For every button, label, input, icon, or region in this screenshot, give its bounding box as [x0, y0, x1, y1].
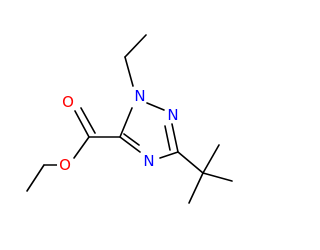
bond-n1-c5: [119, 107, 133, 138]
atom-n2-label: N: [167, 106, 178, 124]
bond-n1-n2: [146, 102, 165, 111]
atom-n1-label: N: [134, 87, 145, 105]
bond-ch2-ch3: [124, 34, 147, 58]
atom-o-carbonyl-label: O: [62, 93, 74, 111]
bond-n2-c3: [171, 123, 179, 153]
atom-o-ester: O: [57, 156, 73, 174]
bond-c3-n4: [159, 151, 179, 159]
bond-n4-c5: [119, 136, 141, 153]
bond-n4-c5-double: [123, 133, 140, 146]
bond-ccarbonyl-ocarbonyl: [74, 110, 90, 138]
molecule-canvas: O O N N N: [26, 34, 233, 204]
bond-c3-cquat: [177, 151, 204, 174]
structure-drawing: O O N N N: [26, 34, 233, 204]
bond-cquat-methyl-bottom: [188, 172, 204, 204]
atom-n4: N: [141, 152, 157, 170]
atom-o-ester-label: O: [59, 156, 71, 174]
bond-cquat-methyl-right: [202, 172, 233, 182]
atom-n1: N: [132, 87, 148, 105]
bond-ch2-ch3-ester: [26, 164, 45, 192]
bond-n2-c3-double: [164, 125, 171, 151]
atom-n2: N: [165, 106, 181, 124]
bond-n1-ch2: [124, 56, 134, 87]
atom-o-carbonyl: O: [60, 93, 76, 111]
bond-ccarbonyl-ocarbonyl-double: [80, 107, 96, 134]
bond-cquat-methyl-top: [202, 144, 220, 174]
bond-ccarbonyl-oester: [73, 136, 90, 159]
atom-n4-label: N: [143, 152, 154, 170]
